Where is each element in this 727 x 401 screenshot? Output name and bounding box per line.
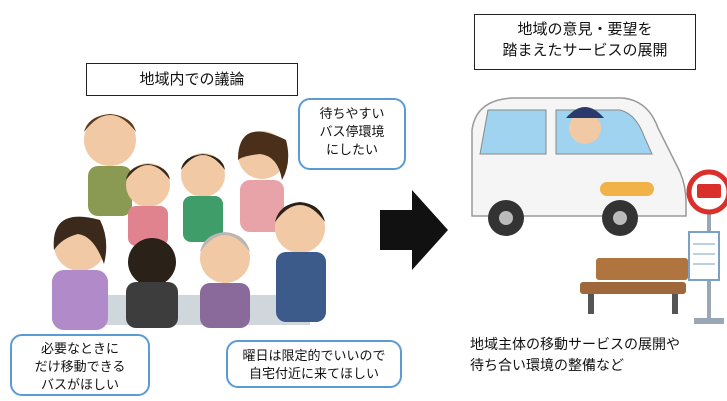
people-meeting-illustration (52, 114, 326, 330)
caption-line: 地域主体の移動サービスの展開や (470, 337, 680, 353)
speech-bubble-bus-stop: 待ちやすい バス停環境 にしたい (298, 98, 406, 170)
bubble-line: にしたい (325, 143, 378, 158)
bench-illustration (580, 258, 688, 314)
service-title-box: 地域の意見・要望を 踏まえたサービスの展開 (474, 14, 696, 70)
caption-line: 待ち合い環境の整備など (470, 358, 624, 374)
discussion-title: 地域内での議論 (139, 70, 245, 88)
van-illustration (471, 97, 687, 236)
service-title-line-2: 踏まえたサービスの展開 (502, 41, 668, 59)
arrow-right-icon (380, 190, 448, 270)
speech-bubble-on-demand: 必要なときに だけ移動できる バスがほしい (10, 334, 150, 396)
bubble-line: 待ちやすい (319, 107, 385, 122)
bubble-line: バスがほしい (40, 378, 119, 393)
bus-stop-sign-icon (686, 169, 727, 324)
speech-bubble-door-to-door: 曜日は限定的でいいので 自宅付近に来てほしい (226, 340, 402, 388)
service-title-line-1: 地域の意見・要望を (517, 20, 653, 38)
discussion-title-box: 地域内での議論 (86, 63, 298, 96)
bubble-line: だけ移動できる (34, 360, 126, 375)
bubble-line: 曜日は限定的でいいので (242, 349, 386, 364)
service-caption: 地域主体の移動サービスの展開や 待ち合い環境の整備など (470, 335, 680, 377)
bubble-line: バス停環境 (319, 125, 385, 140)
bubble-line: 自宅付近に来てほしい (248, 367, 379, 382)
bubble-line: 必要なときに (40, 342, 119, 357)
